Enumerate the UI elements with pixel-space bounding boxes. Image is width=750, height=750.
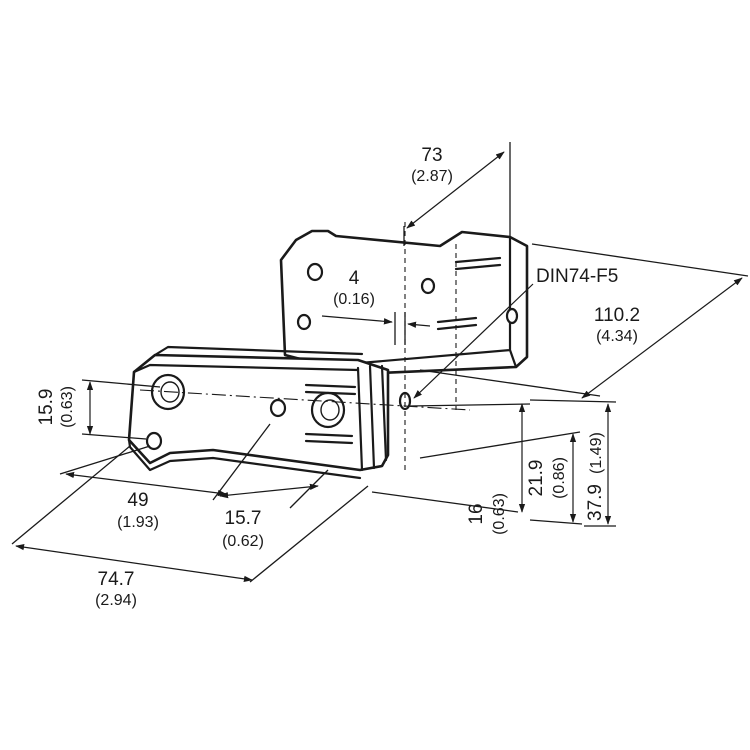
ext-219-top [419, 431, 581, 459]
ext-110-top [531, 243, 749, 277]
dimension-110-2: 110.2 (4.34) [419, 243, 749, 399]
small-hole-back-lower [296, 313, 312, 331]
dim-4-mm: 4 [349, 268, 360, 289]
dimension-4: 4 (0.16) [321, 268, 431, 345]
dim-159-inch: (0.63) [59, 386, 76, 428]
ext-747-left [11, 445, 131, 545]
dim-379-mm: 37.9 [585, 484, 606, 521]
dim-line-747 [15, 544, 253, 582]
dim-line-110 [581, 277, 743, 399]
din-leader [413, 283, 534, 399]
small-hole-back-left [306, 262, 324, 282]
ext-16-top [409, 403, 531, 407]
small-hole-center [269, 398, 287, 418]
horizontal-plate [127, 353, 390, 472]
dim-747-inch: (2.94) [95, 592, 137, 609]
ext-16-line [371, 491, 519, 513]
small-hole-front [145, 431, 163, 451]
dim-157-mm: 15.7 [225, 508, 262, 529]
din-callout-label: DIN74-F5 [536, 266, 618, 287]
dimension-15-9: 15.9 (0.63) [36, 379, 161, 440]
dimension-73: 73 (2.87) [403, 142, 511, 250]
ext-747-right [249, 485, 369, 583]
dim-line-73 [406, 151, 505, 229]
dim-219-inch: (0.86) [551, 457, 568, 499]
mounting-bracket [127, 229, 529, 480]
dimension-74-7: 74.7 (2.94) [11, 445, 369, 609]
holes [145, 262, 519, 451]
dimension-37-9: 37.9 (1.49) [529, 399, 617, 527]
vertical-plate-rim [358, 235, 518, 369]
ext-379-top [529, 399, 617, 403]
dim-379-inch: (1.49) [588, 432, 605, 474]
dim-16-inch: (0.63) [491, 493, 508, 535]
dim-line-157 [219, 483, 319, 499]
ext-159-top [81, 379, 161, 388]
ext-219-bottom [529, 519, 583, 525]
dim-16-mm: 16 [466, 503, 487, 524]
dim-73-mm: 73 [421, 145, 442, 166]
small-hole-back-mid [420, 277, 436, 295]
small-hole-back-right [505, 307, 519, 325]
dim-73-inch: (2.87) [411, 168, 453, 185]
dim-4-inch: (0.16) [333, 291, 375, 308]
ext-157-right [289, 469, 329, 509]
dim-219-mm: 21.9 [526, 460, 547, 497]
dim-110-mm: 110.2 [594, 305, 640, 326]
dimension-16: 16 (0.63) [371, 403, 531, 535]
dim-49-mm: 49 [127, 490, 148, 511]
dim-49-inch: (1.93) [117, 514, 159, 531]
ext-49-left [59, 445, 151, 475]
plate-bend [153, 345, 388, 472]
large-hole-right-inner [320, 399, 340, 421]
dimension-21-9: 21.9 (0.86) [419, 431, 583, 525]
dim-159-mm: 15.9 [36, 389, 57, 426]
ext-110-bottom [419, 369, 601, 397]
center-lines [139, 222, 471, 472]
large-hole-left-inner [160, 381, 180, 403]
dim-747-mm: 74.7 [98, 569, 135, 590]
dim-line-4-r [407, 321, 431, 328]
dim-157-inch: (0.62) [222, 533, 264, 550]
hole-axis-line [139, 389, 471, 411]
dim-110-inch: (4.34) [596, 328, 638, 345]
dim-line-4 [321, 315, 393, 325]
